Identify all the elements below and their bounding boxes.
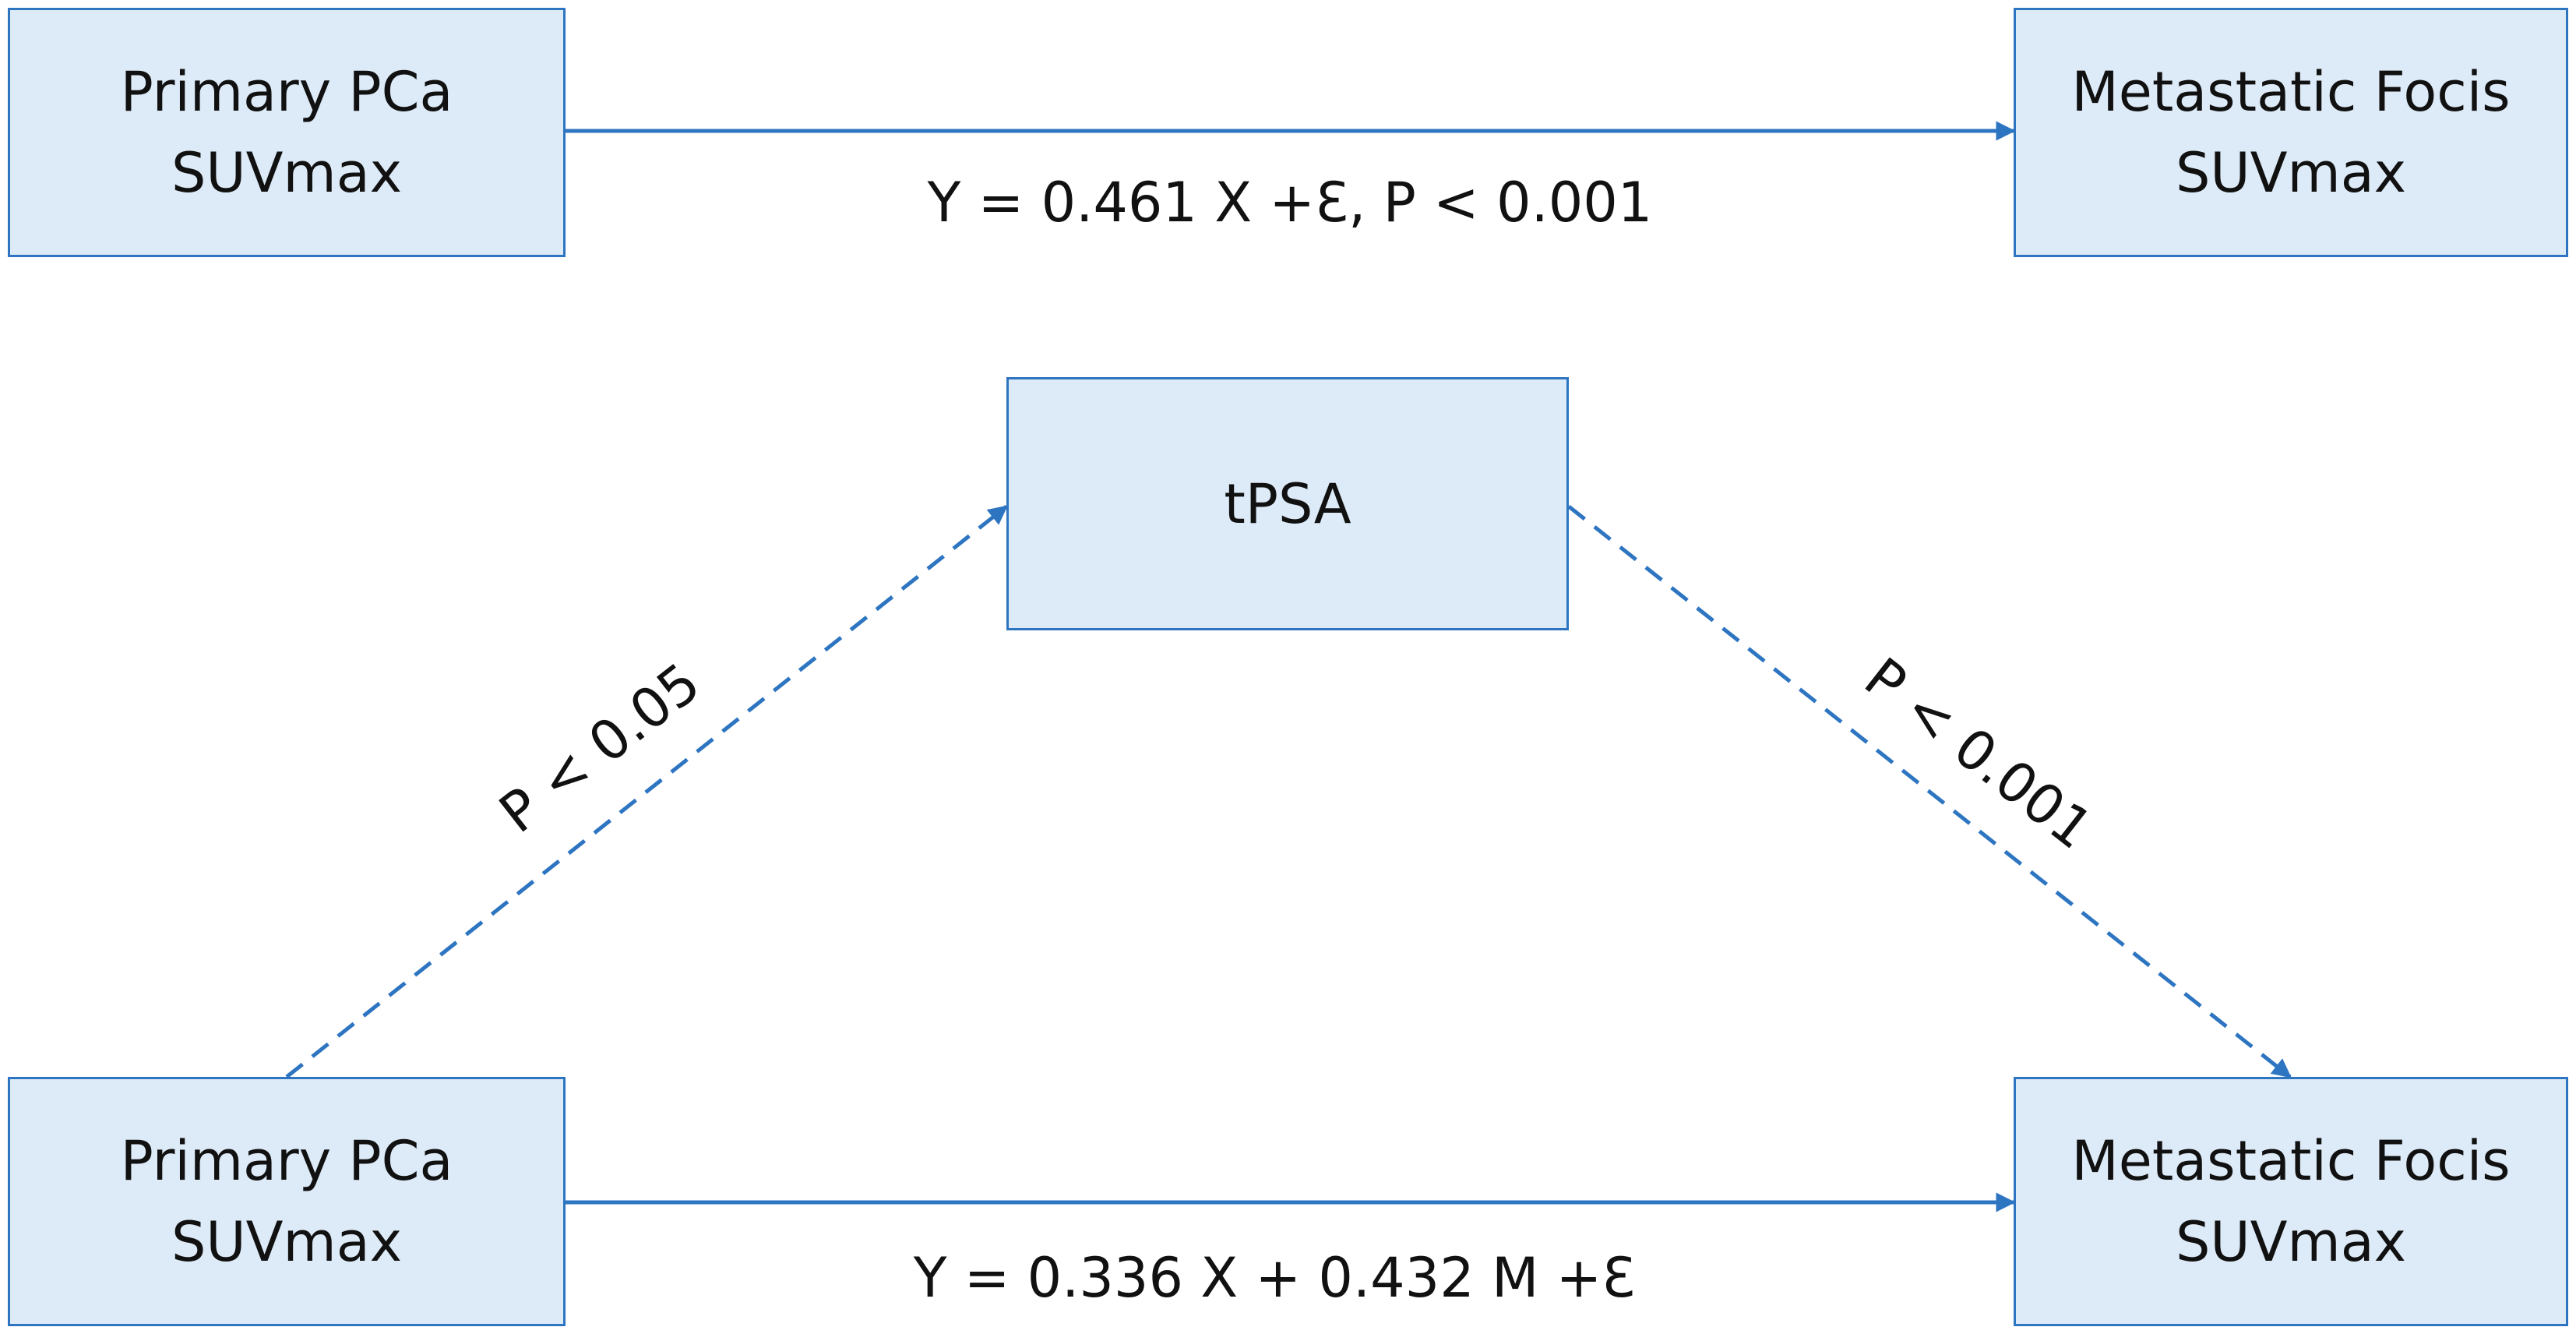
top-primary-pca-box: Primary PCa SUVmax [8,8,566,257]
top-primary-pca-line2: SUVmax [171,141,403,205]
bottom-metastatic-focis-line2: SUVmax [2175,1210,2407,1274]
bottom-primary-pca-line1: Primary PCa [120,1129,453,1193]
bottom-primary-pca-line2: SUVmax [171,1210,403,1274]
bottom-equation-label: Y = 0.336 X + 0.432 M +Ɛ [913,1246,1636,1310]
bottom-metastatic-focis-box: Metastatic Focis SUVmax [2014,1077,2568,1326]
top-metastatic-focis-line2: SUVmax [2175,141,2407,205]
top-equation-label: Y = 0.461 X +Ɛ, P < 0.001 [927,171,1653,235]
tpsa-mediator-box: tPSA [1006,377,1569,630]
top-metastatic-focis-line1: Metastatic Focis [2071,60,2511,124]
path-a-dashed-arrow [285,505,1008,1078]
path-b-dashed-arrow [1567,505,2292,1078]
top-primary-pca-line1: Primary PCa [120,60,453,124]
bottom-primary-pca-box: Primary PCa SUVmax [8,1077,566,1326]
top-metastatic-focis-box: Metastatic Focis SUVmax [2014,8,2568,257]
bottom-metastatic-focis-line1: Metastatic Focis [2071,1129,2511,1193]
tpsa-label: tPSA [1224,471,1351,536]
